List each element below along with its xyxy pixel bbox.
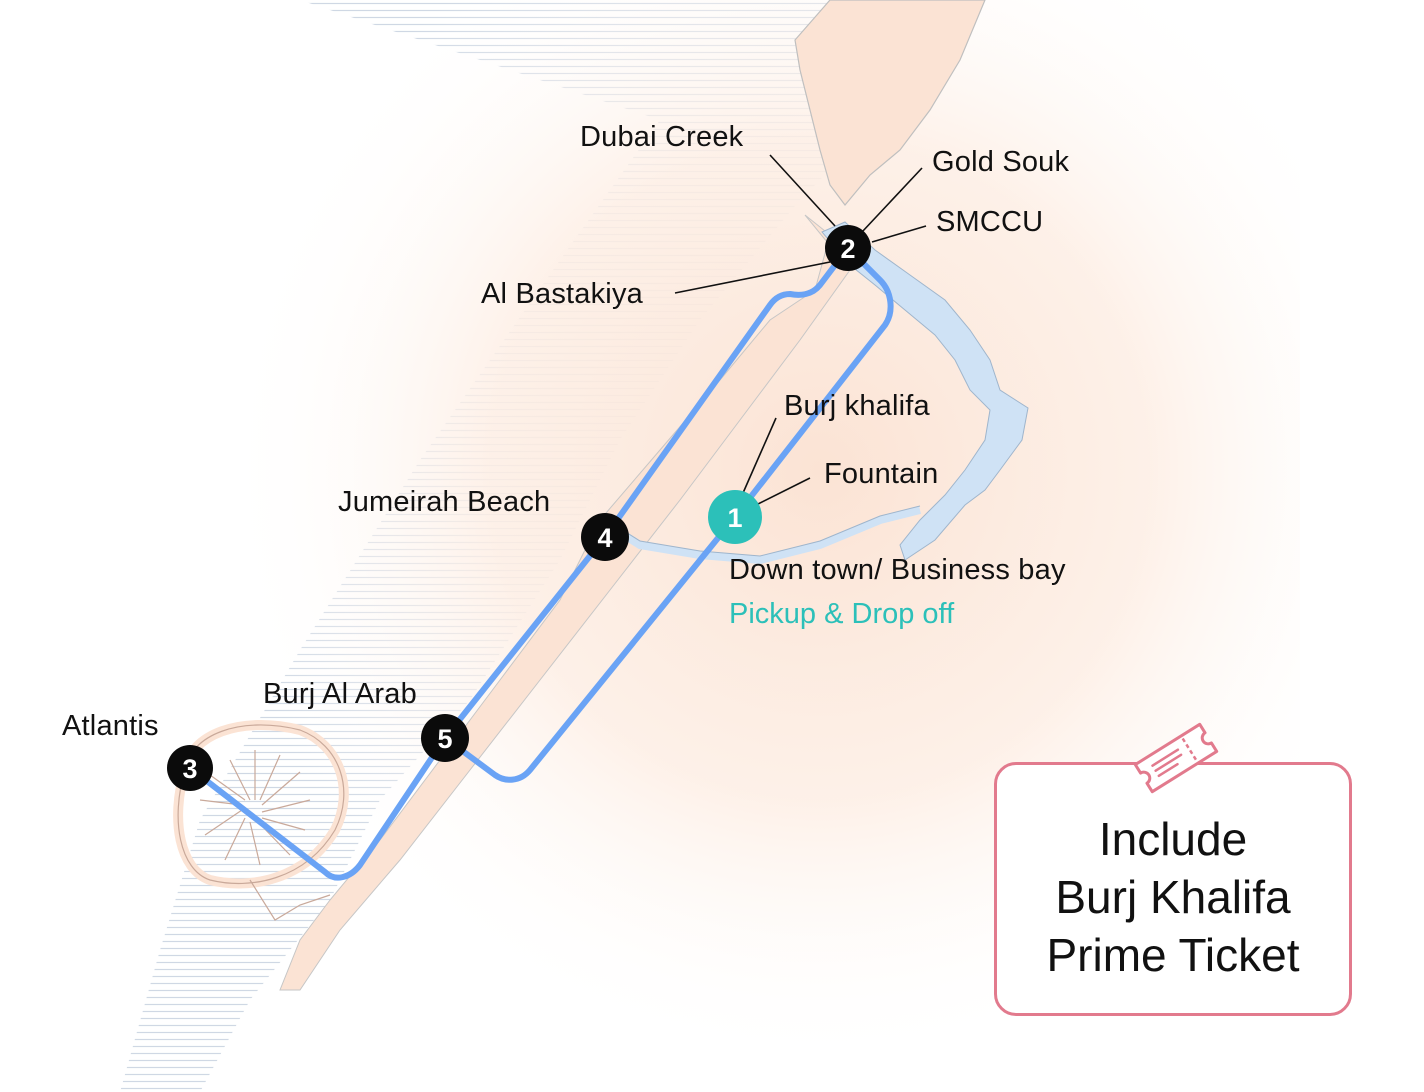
palm-jumeirah — [173, 719, 349, 921]
ticket-line-burj-khalifa: Burj Khalifa — [1055, 871, 1291, 923]
label-dubai-creek: Dubai Creek — [580, 121, 744, 153]
stop-number-5: 5 — [437, 724, 452, 754]
stop-number-2: 2 — [840, 234, 855, 264]
label-fountain: Fountain — [824, 458, 938, 490]
stop-number-4: 4 — [597, 523, 612, 553]
dubai-creek-water — [821, 221, 1029, 561]
label-al-bastakiya: Al Bastakiya — [481, 278, 644, 310]
label-atlantis: Atlantis — [62, 710, 159, 742]
label-smccu: SMCCU — [936, 206, 1043, 238]
stop-number-1: 1 — [727, 503, 742, 533]
leader-lines — [674, 154, 927, 506]
deira-land — [794, 0, 986, 206]
stop-marker-2[interactable]: 2 — [825, 225, 871, 271]
stop-marker-3[interactable]: 3 — [167, 745, 213, 791]
label-pickup: Pickup & Drop off — [729, 598, 955, 630]
label-downtown: Down town/ Business bay — [729, 554, 1066, 586]
ticket-line-include: Include — [1098, 813, 1248, 865]
label-gold-souk: Gold Souk — [932, 146, 1070, 178]
route-line-west — [187, 245, 851, 881]
business-bay-canal — [597, 506, 921, 565]
business-bay-canal-edge — [599, 505, 921, 557]
label-jumeirah-beach: Jumeirah Beach — [338, 486, 550, 518]
ticket-line-prime-ticket: Prime Ticket — [1046, 929, 1300, 981]
stop-marker-1[interactable]: 1 — [708, 490, 762, 544]
stop-marker-5[interactable]: 5 — [421, 714, 469, 762]
stop-number-3: 3 — [182, 754, 197, 784]
label-burj-al-arab: Burj Al Arab — [263, 678, 417, 710]
ticket-icon — [1133, 722, 1219, 794]
stop-marker-4[interactable]: 4 — [581, 513, 629, 561]
label-burj-khalifa: Burj khalifa — [784, 390, 931, 422]
